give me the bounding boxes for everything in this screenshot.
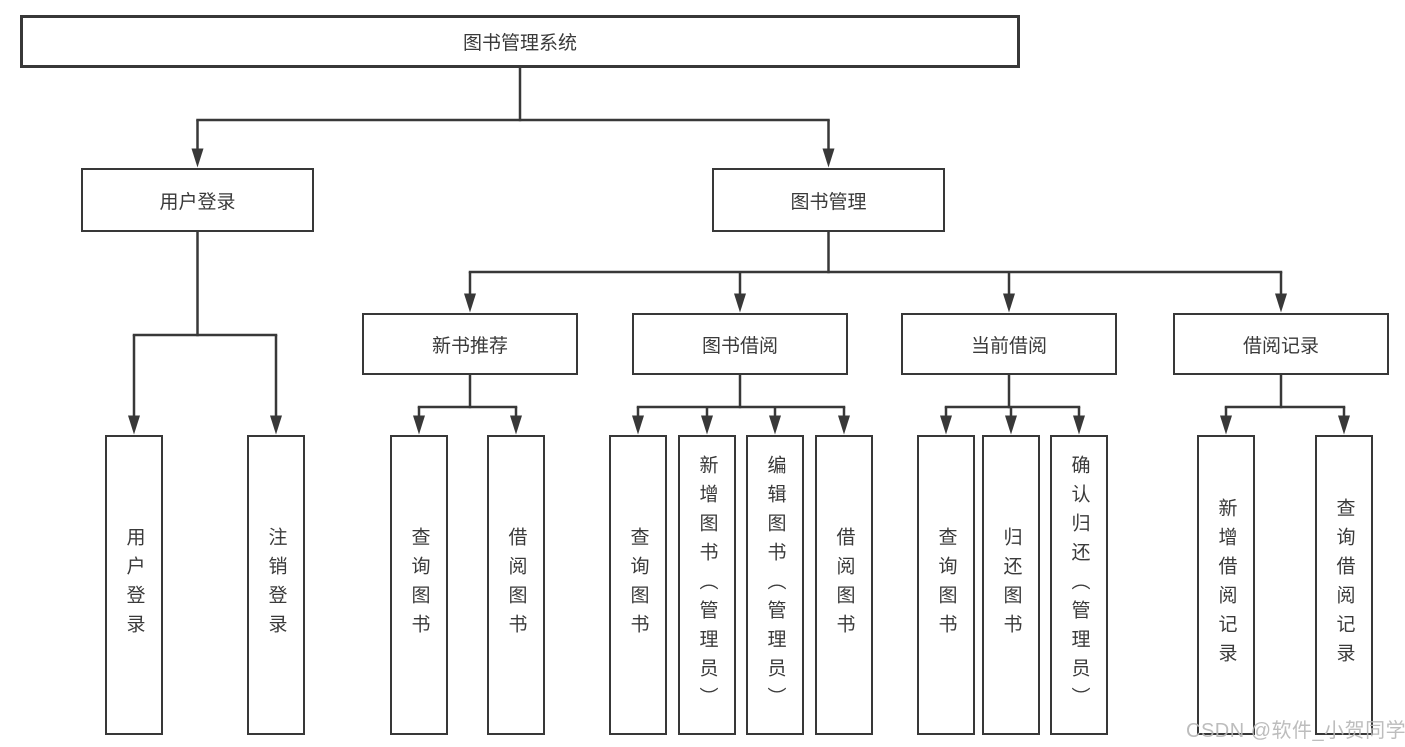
arrowhead-icon [128, 415, 140, 435]
node-label-user-login: 用户登录 [159, 191, 236, 213]
node-label-leaf-query-books-1: 查询图书 [408, 527, 430, 643]
node-label-leaf-edit-books: 编辑图书（管理员） [764, 454, 786, 716]
node-label-leaf-query-books-2: 查询图书 [627, 527, 649, 643]
arrowhead-icon [1220, 415, 1232, 435]
node-book-mgmt: 图书管理 [712, 168, 945, 232]
arrowhead-icon [701, 415, 713, 435]
node-leaf-borrow-books-2: 借阅图书 [815, 435, 873, 735]
arrowhead-icon [191, 148, 204, 168]
node-borrow-records: 借阅记录 [1173, 313, 1389, 375]
node-label-leaf-borrow-books-2: 借阅图书 [833, 527, 855, 643]
node-leaf-user-login: 用户登录 [105, 435, 163, 735]
arrowhead-icon [734, 293, 746, 313]
arrowhead-icon [1338, 415, 1350, 435]
node-label-leaf-add-books: 新增图书（管理员） [696, 454, 718, 716]
arrowhead-icon [838, 415, 850, 435]
arrowhead-icon [413, 415, 425, 435]
node-root: 图书管理系统 [20, 15, 1020, 68]
node-label-book-mgmt: 图书管理 [790, 191, 867, 213]
arrowhead-icon [1275, 293, 1287, 313]
node-leaf-query-books-3: 查询图书 [917, 435, 975, 735]
node-label-leaf-user-login: 用户登录 [123, 527, 145, 643]
node-current-borrow: 当前借阅 [901, 313, 1117, 375]
arrowhead-icon [1003, 293, 1015, 313]
node-leaf-query-borrow-record: 查询借阅记录 [1315, 435, 1373, 735]
node-leaf-add-borrow-record: 新增借阅记录 [1197, 435, 1255, 735]
node-label-leaf-confirm-return: 确认归还（管理员） [1068, 454, 1090, 716]
arrowhead-icon [940, 415, 952, 435]
arrowhead-icon [769, 415, 781, 435]
node-new-book-rec: 新书推荐 [362, 313, 578, 375]
node-label-leaf-query-books-3: 查询图书 [935, 527, 957, 643]
arrowhead-icon [464, 293, 476, 313]
arrowhead-icon [270, 415, 282, 435]
node-leaf-logout: 注销登录 [247, 435, 305, 735]
node-label-new-book-rec: 新书推荐 [431, 335, 508, 357]
node-label-root: 图书管理系统 [462, 33, 577, 54]
arrowhead-icon [1073, 415, 1085, 435]
node-leaf-confirm-return: 确认归还（管理员） [1050, 435, 1108, 735]
node-label-current-borrow: 当前借阅 [970, 335, 1047, 357]
node-label-leaf-return-books: 归还图书 [1000, 527, 1022, 643]
node-label-leaf-borrow-books-1: 借阅图书 [505, 527, 527, 643]
node-label-book-borrow: 图书借阅 [701, 335, 778, 357]
arrowhead-icon [510, 415, 522, 435]
node-leaf-borrow-books-1: 借阅图书 [487, 435, 545, 735]
node-leaf-edit-books: 编辑图书（管理员） [746, 435, 804, 735]
node-user-login: 用户登录 [81, 168, 314, 232]
node-label-borrow-records: 借阅记录 [1242, 335, 1319, 357]
node-leaf-add-books: 新增图书（管理员） [678, 435, 736, 735]
arrowhead-icon [822, 148, 835, 168]
node-leaf-return-books: 归还图书 [982, 435, 1040, 735]
node-leaf-query-books-2: 查询图书 [609, 435, 667, 735]
node-label-leaf-query-borrow-record: 查询借阅记录 [1333, 498, 1355, 672]
arrowhead-icon [1005, 415, 1017, 435]
node-label-leaf-add-borrow-record: 新增借阅记录 [1215, 498, 1237, 672]
node-leaf-query-books-1: 查询图书 [390, 435, 448, 735]
node-book-borrow: 图书借阅 [632, 313, 848, 375]
arrowhead-icon [632, 415, 644, 435]
node-label-leaf-logout: 注销登录 [265, 527, 287, 643]
csdn-watermark: CSDN @软件_小贺同学 [1186, 720, 1405, 742]
